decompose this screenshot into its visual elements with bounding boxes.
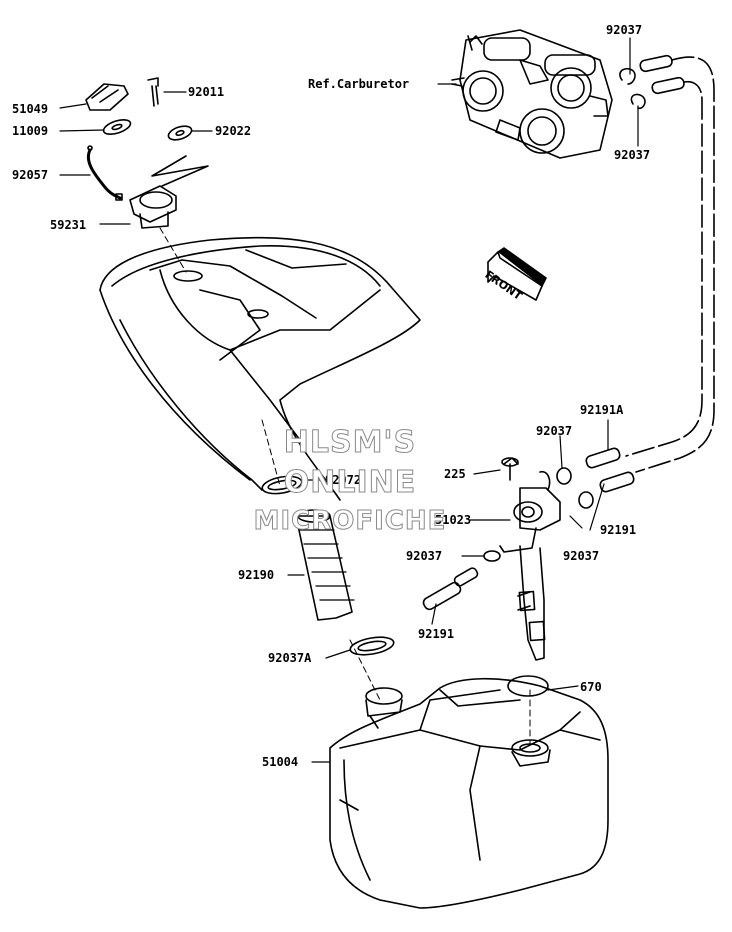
part-label-51023: 51023: [435, 513, 472, 527]
watermark-line-2: ONLINE: [283, 465, 417, 500]
part-label-92037-mid: 92037: [536, 424, 573, 438]
leader-lines: [59, 37, 639, 763]
hose-pieces: [422, 447, 635, 611]
part-label-92190: 92190: [238, 568, 275, 582]
part-label-225: 225: [444, 467, 466, 481]
filler-hose: [261, 475, 395, 656]
part-label-92037-left: 92037: [406, 549, 443, 563]
fuel-cap-parts: [85, 77, 209, 229]
ref-carburetor-label: Ref.Carburetor: [308, 77, 410, 91]
part-label-92037-top1: 92037: [606, 23, 643, 37]
watermark-line-3: MICROFICHE: [253, 506, 447, 537]
part-label-51049: 51049: [12, 102, 49, 116]
watermark-line-1: HLSM'S: [283, 425, 417, 460]
part-label-92057: 92057: [12, 168, 49, 182]
part-label-92191A: 92191A: [580, 403, 624, 417]
part-label-92037A: 92037A: [268, 651, 312, 665]
fuel-hose-lines: [625, 54, 715, 473]
part-label-92072: 92072: [325, 473, 362, 487]
part-label-92022: 92022: [215, 124, 252, 138]
hull-drawing: [99, 236, 421, 501]
part-label-92191-right: 92191: [600, 523, 637, 537]
part-label-92037-top2: 92037: [614, 148, 651, 162]
carburetor-drawing: [451, 29, 613, 159]
part-label-11009: 11009: [12, 124, 49, 138]
front-arrow: [487, 247, 547, 301]
fuel-tank-drawing: [329, 675, 609, 909]
part-label-670: 670: [580, 680, 602, 694]
part-label-92037-right: 92037: [563, 549, 600, 563]
part-label-92011: 92011: [188, 85, 225, 99]
part-label-92191-left: 92191: [418, 627, 455, 641]
guide-lines: [159, 227, 531, 745]
part-label-51004: 51004: [262, 755, 299, 769]
clamp-drawings-top: [619, 67, 646, 110]
part-label-59231: 59231: [50, 218, 87, 232]
fuel-valve-drawing: [483, 457, 594, 661]
